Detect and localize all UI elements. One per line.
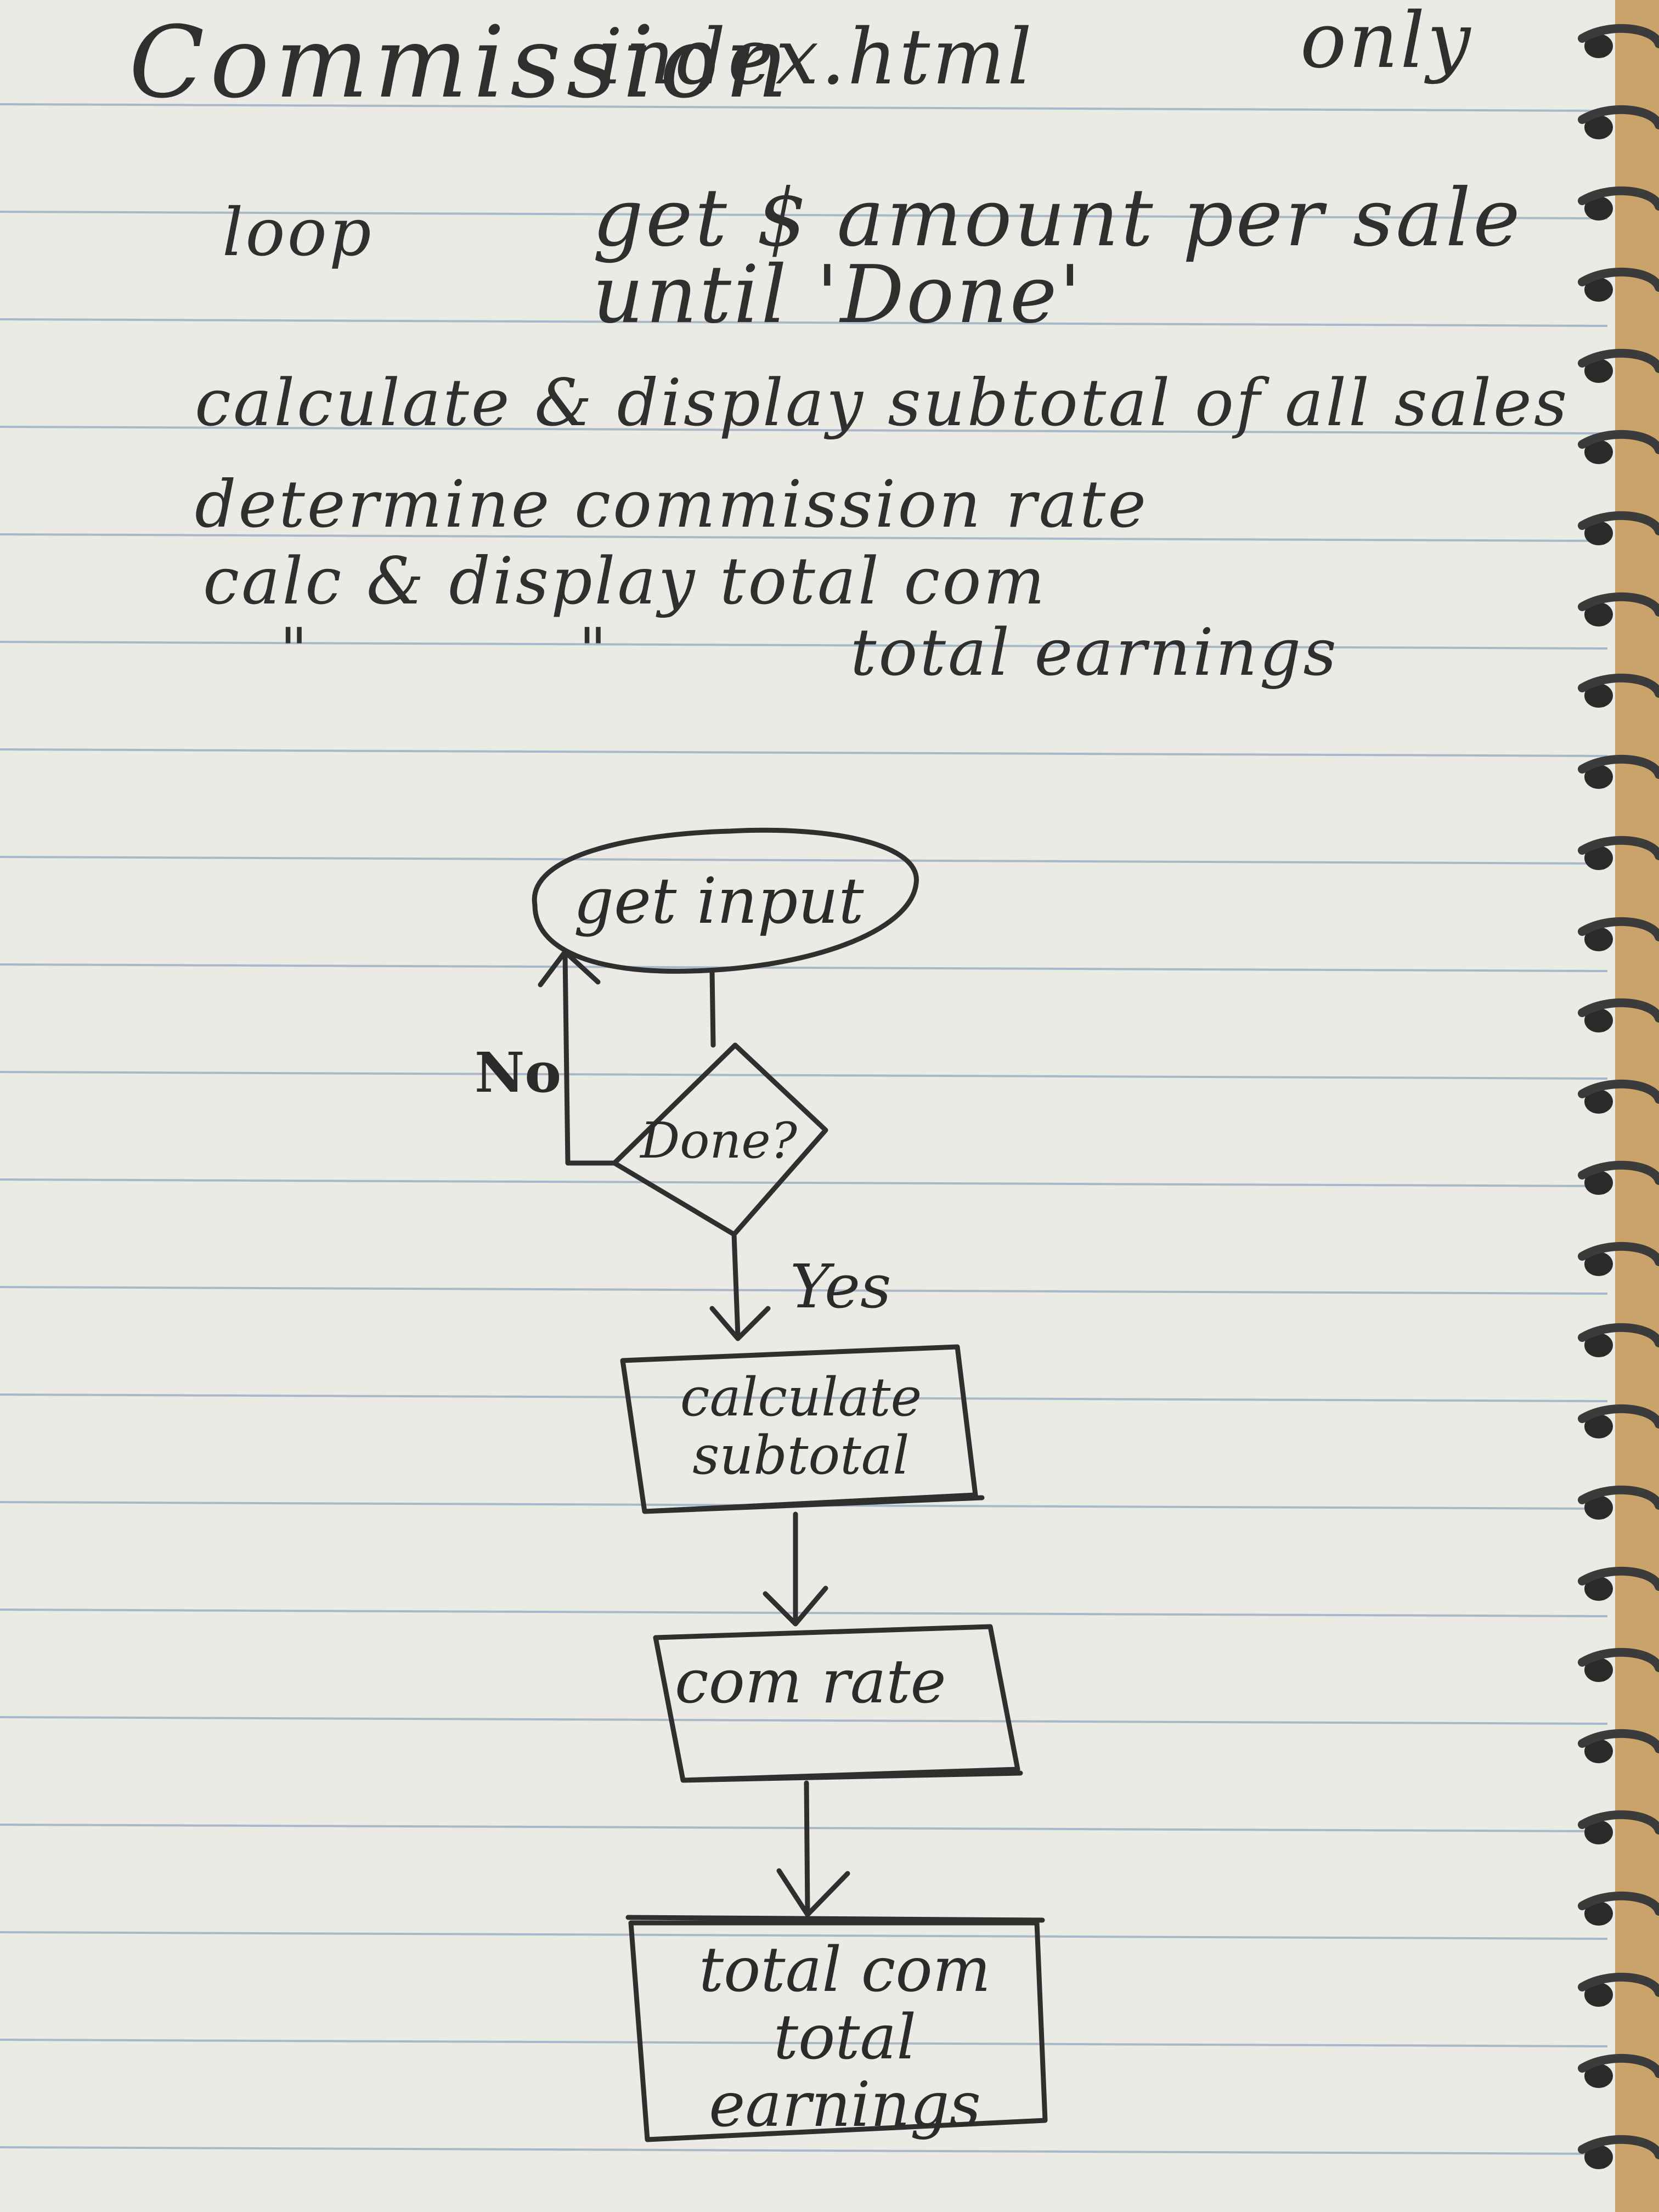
spiral-ring [1578, 1647, 1659, 1672]
binding-hole [1584, 1658, 1613, 1682]
edge-yes [731, 1232, 741, 1339]
spiral-ring [1578, 430, 1659, 454]
spiral-ring [1578, 348, 1659, 373]
spiral-ring [1578, 1810, 1659, 1835]
loop-get-note: get $ amount per sale [592, 172, 1522, 264]
binding-hole [1584, 278, 1613, 302]
binding-hole [1584, 1739, 1613, 1763]
ditto-mark: " [579, 615, 609, 685]
spiral-ring [1578, 24, 1659, 48]
binding-hole [1584, 1983, 1613, 2007]
binding-hole [1584, 115, 1613, 139]
spiral-ring [1578, 1972, 1659, 1997]
node-totals-label: total com total earnings [699, 1934, 991, 2141]
edge-yes-arrowhead [709, 1306, 771, 1341]
spiral-ring [1578, 1485, 1659, 1510]
binding-hole [1584, 602, 1613, 627]
ditto-mark: " [280, 615, 310, 685]
binding-hole [1584, 440, 1613, 464]
edge-no-label: No [475, 1040, 562, 1105]
node-done-label: Done? [640, 1112, 797, 1170]
spiral-ring [1578, 1729, 1659, 1753]
binding-hole [1584, 1090, 1613, 1114]
spiral-ring [1578, 2053, 1659, 2078]
node-subtotal-box [620, 1344, 985, 1514]
binding-hole [1584, 2064, 1613, 2088]
spiral-ring [1578, 2135, 1659, 2159]
binding-hole [1584, 521, 1613, 545]
step-note-subtotal: calculate & display subtotal of all sale… [195, 365, 1570, 441]
edge-input-to-done [709, 969, 716, 1048]
binding-hole [1584, 34, 1613, 58]
binding-hole [1584, 846, 1613, 870]
spiral-ring [1578, 998, 1659, 1023]
spiral-ring [1578, 105, 1659, 129]
spiral-binding [1578, 0, 1659, 2212]
binding-hole [1584, 1414, 1613, 1438]
only-note: only [1300, 0, 1473, 86]
node-totals-box [625, 1915, 1048, 2142]
binding-hole [1584, 1171, 1613, 1195]
spiral-ring [1578, 186, 1659, 211]
spiral-ring [1578, 754, 1659, 779]
spiral-ring [1578, 1242, 1659, 1266]
binding-hole [1584, 1901, 1613, 1926]
edge-rate-to-totals [804, 1780, 810, 1915]
spiral-ring [1578, 836, 1659, 860]
spiral-ring [1578, 917, 1659, 941]
binding-hole [1584, 2145, 1613, 2169]
spiral-ring [1578, 673, 1659, 698]
spiral-ring [1578, 1404, 1659, 1429]
page-title: Commission [129, 5, 794, 120]
loop-label: loop [222, 195, 374, 271]
file-note: index.html [598, 13, 1034, 102]
node-com-rate-box [653, 1624, 1023, 1783]
node-get-input-oval [532, 827, 919, 974]
binding-hole [1584, 359, 1613, 383]
edge-subtotal-arrowhead [763, 1585, 828, 1627]
binding-hole [1584, 765, 1613, 789]
spiral-ring [1578, 511, 1659, 535]
node-com-rate-label: com rate [675, 1646, 946, 1717]
edge-rate-arrowhead [776, 1868, 850, 1917]
spiral-ring [1578, 1160, 1659, 1185]
edge-no-loop [562, 952, 617, 1166]
binding-hole [1584, 1333, 1613, 1357]
spiral-ring [1578, 1323, 1659, 1347]
spiral-ring [1578, 1079, 1659, 1104]
spiral-ring [1578, 1566, 1659, 1591]
binding-hole [1584, 196, 1613, 221]
edge-no-arrowhead [538, 949, 601, 988]
step-note-total-earnings: total earnings [850, 614, 1339, 690]
binding-hole [1584, 1008, 1613, 1032]
spiral-ring [1578, 1891, 1659, 1916]
notebook-edge [1615, 0, 1659, 2212]
binding-hole [1584, 1496, 1613, 1520]
binding-hole [1584, 927, 1613, 951]
spiral-ring [1578, 592, 1659, 617]
binding-hole [1584, 1252, 1613, 1276]
step-note-rate: determine commission rate [195, 466, 1149, 542]
node-get-input-label: get input [573, 865, 864, 938]
loop-until-note: until 'Done' [592, 249, 1084, 341]
binding-hole [1584, 684, 1613, 708]
binding-hole [1584, 1577, 1613, 1601]
binding-hole [1584, 1820, 1613, 1844]
spiral-ring [1578, 267, 1659, 292]
edge-yes-label: Yes [790, 1251, 891, 1322]
step-note-total-com: calc & display total com [203, 543, 1047, 619]
node-subtotal-label: calculate subtotal [680, 1367, 922, 1486]
